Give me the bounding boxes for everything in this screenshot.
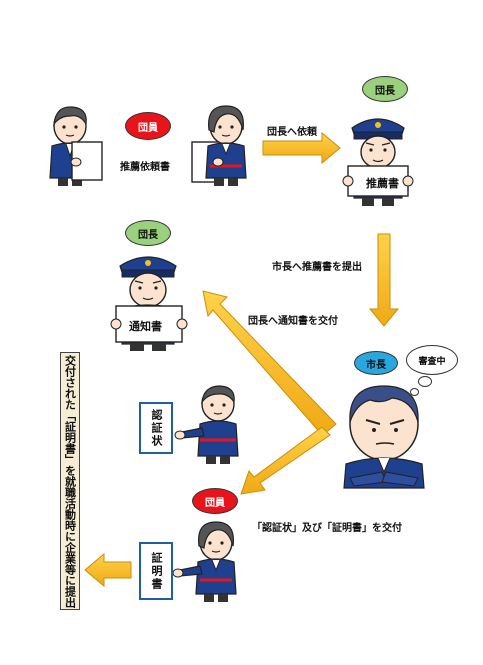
badge-member-top: 団員: [125, 112, 171, 140]
paper-recommendation-text: 推薦書: [366, 177, 399, 190]
arrow-to-company: [84, 552, 132, 588]
person-chief-mid: [110, 256, 188, 351]
person-member-female-bottom: [172, 521, 237, 602]
arrow-request-to-chief: [262, 131, 341, 165]
badge-mayor: 市長: [354, 351, 398, 375]
label-recommendation-request: 推薦依頼書: [120, 162, 170, 173]
label-deliver-cert: 「認証状」及び「証明書」を交付: [252, 523, 402, 534]
person-member-male-pointing: [174, 385, 239, 464]
thought-dot-small: [410, 388, 419, 396]
side-note-text: 交付された「証明書」を就職活動時に企業等に提出: [63, 355, 77, 608]
box-certificate: 証明書: [139, 542, 173, 600]
label-submit-to-mayor: 市長へ推薦書を提出: [272, 262, 362, 273]
box-certificate-text: 証明書: [150, 551, 163, 591]
thought-bubble-under-review: 審査中: [406, 345, 458, 375]
arrow-submit-to-mayor: [368, 233, 400, 327]
person-chief-top: [342, 118, 414, 206]
arrow-notice-to-chief: [202, 290, 337, 436]
box-certification-text: 認証状: [150, 408, 163, 448]
person-member-female-top: [191, 105, 247, 186]
side-note-box: 交付された「証明書」を就職活動時に企業等に提出: [60, 352, 80, 610]
label-request-to-chief: 団長へ依頼: [267, 127, 317, 138]
badge-member-bottom: 団員: [192, 488, 238, 514]
label-notice-to-chief: 団長へ通知書を交付: [248, 316, 338, 327]
badge-chief-top: 団長: [362, 76, 408, 102]
person-mayor: [343, 385, 425, 489]
arrow-deliver-cert: [240, 426, 331, 495]
paper-notice-text: 通知書: [129, 320, 162, 333]
person-member-male-top: [49, 106, 103, 186]
box-certification: 認証状: [139, 402, 173, 454]
thought-dot-large: [418, 376, 432, 387]
badge-chief-mid: 団長: [125, 220, 171, 246]
